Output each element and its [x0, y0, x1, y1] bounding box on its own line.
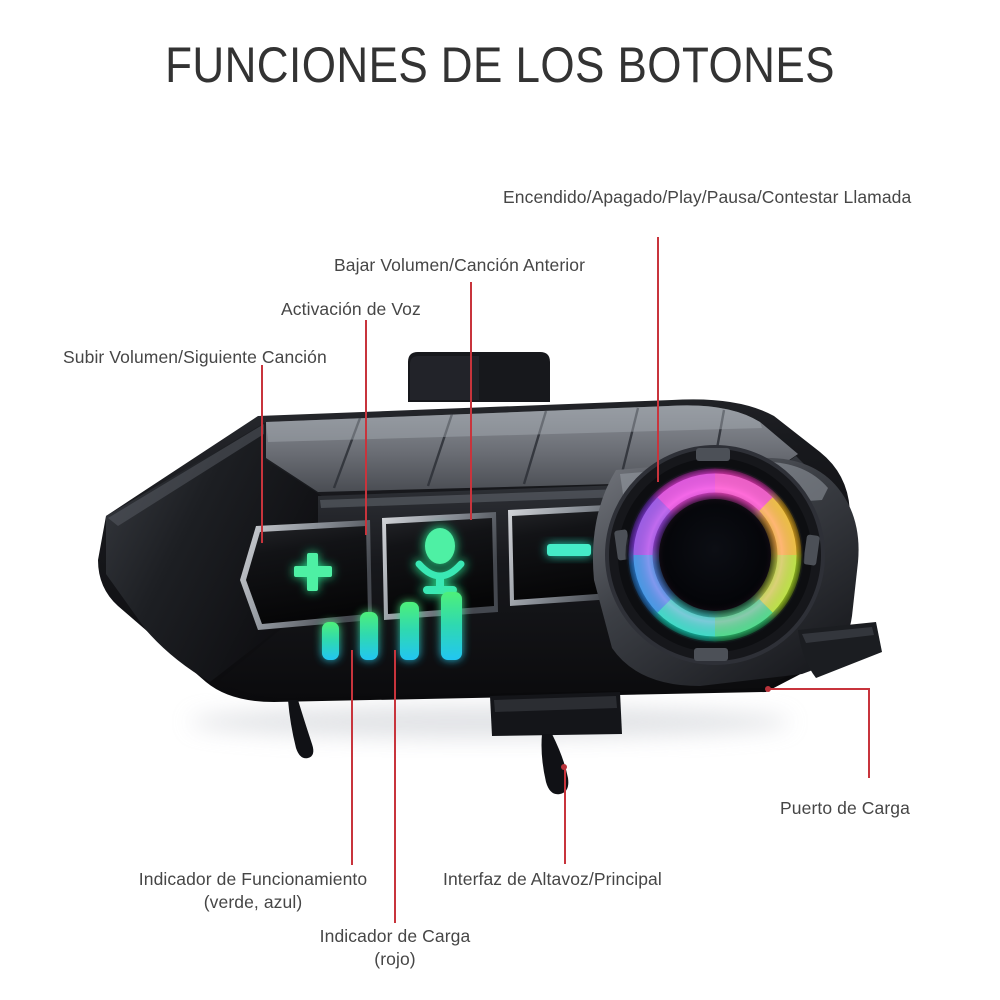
- mic-button-face: [386, 518, 494, 614]
- mount-tab-highlight: [410, 356, 479, 400]
- leader-line-charging-port-vertical: [868, 688, 871, 778]
- callout-operation-indicator-line2: (verde, azul): [203, 892, 303, 913]
- callout-operation-indicator-line1: Indicador de Funcionamiento: [138, 869, 368, 889]
- callout-power-play-pause-call: Encendido/Apagado/Play/Pausa/Contestar L…: [503, 187, 912, 207]
- callout-volume-down: Bajar Volumen/Canción Anterior: [334, 255, 586, 275]
- leader-line-main-interface: [564, 768, 567, 864]
- callout-charging-indicator: Indicador de Carga (rojo): [307, 925, 483, 971]
- callout-volume-up: Subir Volumen/Siguiente Canción: [63, 347, 327, 367]
- ring-outline: [625, 465, 805, 645]
- leader-line-power: [657, 237, 660, 482]
- led-bar-4: [441, 592, 462, 660]
- speaker-bezel-ring: [605, 445, 825, 665]
- plus-button[interactable]: [240, 520, 372, 630]
- leader-line-charging-port-horizontal: [768, 688, 870, 691]
- callout-speaker-main-interface: Interfaz de Altavoz/Principal: [443, 869, 662, 889]
- nose-edge-highlight: [108, 424, 264, 526]
- minus-icon-core: [547, 544, 591, 556]
- bezel-clips: [614, 448, 820, 661]
- drop-shadow: [190, 706, 790, 738]
- leader-dot-charging-port: [765, 686, 771, 692]
- callout-voice-activation: Activación de Voz: [281, 299, 421, 319]
- charging-port-highlight: [802, 627, 874, 643]
- led-indicator-bars: [322, 592, 462, 660]
- callout-charging-indicator-line2: (rojo): [374, 949, 416, 970]
- microphone-button[interactable]: [382, 512, 498, 620]
- led-bar-2: [360, 612, 378, 660]
- callout-charging-indicator-line1: Indicador de Carga: [319, 926, 471, 946]
- leader-line-volume-up: [261, 365, 264, 543]
- leader-dot-main-interface: [561, 764, 567, 770]
- product-illustration: [60, 330, 940, 795]
- leader-line-operation-indicator: [351, 650, 354, 865]
- panel-top-highlight: [266, 405, 762, 442]
- callout-charging-port: Puerto de Carga: [780, 798, 910, 818]
- leader-line-charging-indicator: [394, 650, 397, 923]
- left-clip: [288, 700, 314, 759]
- plus-icon-core: [294, 553, 332, 591]
- leader-line-voice: [365, 320, 368, 535]
- leader-line-volume-down: [470, 282, 473, 520]
- mount-hook: [541, 734, 569, 795]
- led-bar-3: [400, 602, 419, 660]
- bracket-highlight: [494, 696, 617, 712]
- rgb-speaker-ring[interactable]: [627, 467, 803, 643]
- led-bar-1: [322, 622, 339, 660]
- page-title: FUNCIONES DE LOS BOTONES: [165, 37, 835, 93]
- callout-operation-indicator: Indicador de Funcionamiento (verde, azul…: [122, 868, 384, 914]
